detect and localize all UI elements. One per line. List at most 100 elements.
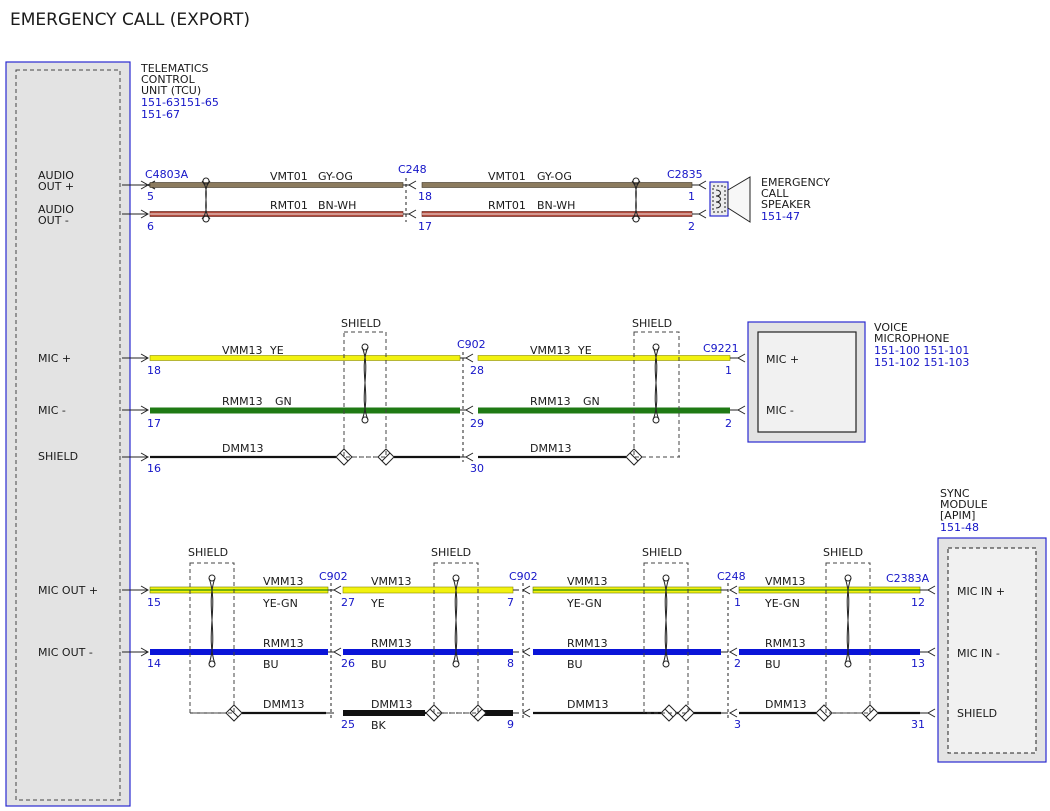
connector-c902-mic: C902 — [457, 338, 486, 351]
svg-text:MIC OUT -: MIC OUT - — [38, 646, 93, 659]
svg-text:15: 15 — [147, 596, 161, 609]
connector-c2835: C2835 — [667, 168, 703, 181]
svg-text:2: 2 — [725, 417, 732, 430]
svg-text:RMM13: RMM13 — [263, 637, 304, 650]
svg-text:MICROPHONE: MICROPHONE — [874, 332, 950, 345]
svg-text:BN-WH: BN-WH — [537, 199, 575, 212]
svg-text:MIC -: MIC - — [766, 404, 794, 417]
svg-text:VMT01: VMT01 — [488, 170, 526, 183]
mic-out-wires — [149, 562, 936, 722]
svg-text:GN: GN — [275, 395, 292, 408]
microphone-label: VOICE MICROPHONE 151-100 151-101 151-102… — [874, 321, 969, 369]
svg-text:BK: BK — [371, 719, 387, 732]
svg-text:GN: GN — [583, 395, 600, 408]
svg-text:VOICE: VOICE — [874, 321, 908, 334]
svg-text:RMM13: RMM13 — [371, 637, 412, 650]
svg-text:YE: YE — [577, 344, 592, 357]
svg-text:SHIELD: SHIELD — [188, 546, 228, 559]
svg-text:DMM13: DMM13 — [530, 442, 571, 455]
svg-text:RMM13: RMM13 — [567, 637, 608, 650]
svg-text:YE-GN: YE-GN — [262, 597, 298, 610]
svg-text:5: 5 — [147, 190, 154, 203]
svg-text:SYNC: SYNC — [940, 487, 970, 500]
svg-text:CONTROL: CONTROL — [141, 73, 196, 86]
svg-text:1: 1 — [734, 596, 741, 609]
svg-text:SHIELD: SHIELD — [823, 546, 863, 559]
svg-text:27: 27 — [341, 596, 355, 609]
svg-text:YE-GN: YE-GN — [764, 597, 800, 610]
connector-c248: C248 — [717, 570, 746, 583]
diagram-title: EMERGENCY CALL (EXPORT) — [10, 10, 250, 30]
mic-wires — [149, 331, 746, 466]
svg-text:VMT01: VMT01 — [270, 170, 308, 183]
svg-text:7: 7 — [507, 596, 514, 609]
svg-text:YE-GN: YE-GN — [566, 597, 602, 610]
mic-out-wire-labels: SHIELD SHIELD SHIELD SHIELD C902 C902 C2… — [147, 546, 930, 732]
svg-text:151-48: 151-48 — [940, 521, 979, 534]
svg-text:RMT01: RMT01 — [488, 199, 526, 212]
sync-module: MIC IN + MIC IN - SHIELD — [937, 537, 1047, 763]
svg-text:12: 12 — [911, 596, 925, 609]
svg-text:BU: BU — [567, 658, 583, 671]
svg-text:EMERGENCY: EMERGENCY — [761, 176, 830, 189]
svg-text:SHIELD: SHIELD — [341, 317, 381, 330]
svg-text:OUT +: OUT + — [38, 180, 74, 193]
svg-text:17: 17 — [147, 417, 161, 430]
svg-text:DMM13: DMM13 — [765, 698, 806, 711]
svg-text:SPEAKER: SPEAKER — [761, 198, 811, 211]
svg-text:28: 28 — [470, 364, 484, 377]
svg-text:31: 31 — [911, 718, 925, 731]
speaker-label: EMERGENCY CALL SPEAKER 151-47 — [761, 176, 830, 223]
svg-text:151-63151-65: 151-63151-65 — [141, 96, 219, 109]
svg-text:GY-OG: GY-OG — [318, 170, 353, 183]
svg-text:151-102 151-103: 151-102 151-103 — [874, 356, 969, 369]
svg-text:6: 6 — [147, 220, 154, 233]
svg-text:1: 1 — [688, 190, 695, 203]
connector-c2383a: C2383A — [886, 572, 930, 585]
audio-wires — [149, 177, 707, 223]
connector-c4803a: C4803A — [145, 168, 189, 181]
svg-text:151-67: 151-67 — [141, 108, 180, 121]
connector-c902-a: C902 — [319, 570, 348, 583]
svg-text:151-47: 151-47 — [761, 210, 800, 223]
svg-text:[APIM]: [APIM] — [940, 509, 975, 522]
svg-text:29: 29 — [470, 417, 484, 430]
svg-text:RMM13: RMM13 — [222, 395, 263, 408]
svg-text:13: 13 — [911, 657, 925, 670]
audio-wire-labels: VMT01 GY-OG RMT01 BN-WH VMT01 GY-OG RMT0… — [145, 163, 703, 233]
svg-text:YE: YE — [269, 344, 284, 357]
svg-text:UNIT (TCU): UNIT (TCU) — [141, 84, 201, 97]
svg-text:MIC IN +: MIC IN + — [957, 585, 1005, 598]
tcu-pin-stubs — [122, 180, 156, 657]
svg-text:MIC OUT +: MIC OUT + — [38, 584, 98, 597]
svg-text:VMM13: VMM13 — [765, 575, 806, 588]
svg-text:3: 3 — [734, 718, 741, 731]
svg-text:AUDIO: AUDIO — [38, 203, 74, 216]
svg-text:1: 1 — [725, 364, 732, 377]
svg-text:2: 2 — [688, 220, 695, 233]
svg-text:GY-OG: GY-OG — [537, 170, 572, 183]
svg-text:SHIELD: SHIELD — [431, 546, 471, 559]
svg-text:DMM13: DMM13 — [222, 442, 263, 455]
svg-text:2: 2 — [734, 657, 741, 670]
svg-text:17: 17 — [418, 220, 432, 233]
svg-text:16: 16 — [147, 462, 161, 475]
svg-text:BN-WH: BN-WH — [318, 199, 356, 212]
svg-text:25: 25 — [341, 718, 355, 731]
connector-c248-audio: C248 — [398, 163, 427, 176]
svg-text:14: 14 — [147, 657, 161, 670]
svg-text:CALL: CALL — [761, 187, 789, 200]
svg-text:8: 8 — [507, 657, 514, 670]
svg-text:DMM13: DMM13 — [371, 698, 412, 711]
svg-text:DMM13: DMM13 — [567, 698, 608, 711]
svg-text:VMM13: VMM13 — [263, 575, 304, 588]
svg-text:AUDIO: AUDIO — [38, 169, 74, 182]
svg-text:30: 30 — [470, 462, 484, 475]
tcu-module — [5, 61, 131, 807]
svg-text:VMM13: VMM13 — [530, 344, 571, 357]
svg-text:MIC +: MIC + — [38, 352, 71, 365]
svg-text:VMM13: VMM13 — [222, 344, 263, 357]
svg-text:BU: BU — [263, 658, 279, 671]
svg-text:MIC -: MIC - — [38, 404, 66, 417]
